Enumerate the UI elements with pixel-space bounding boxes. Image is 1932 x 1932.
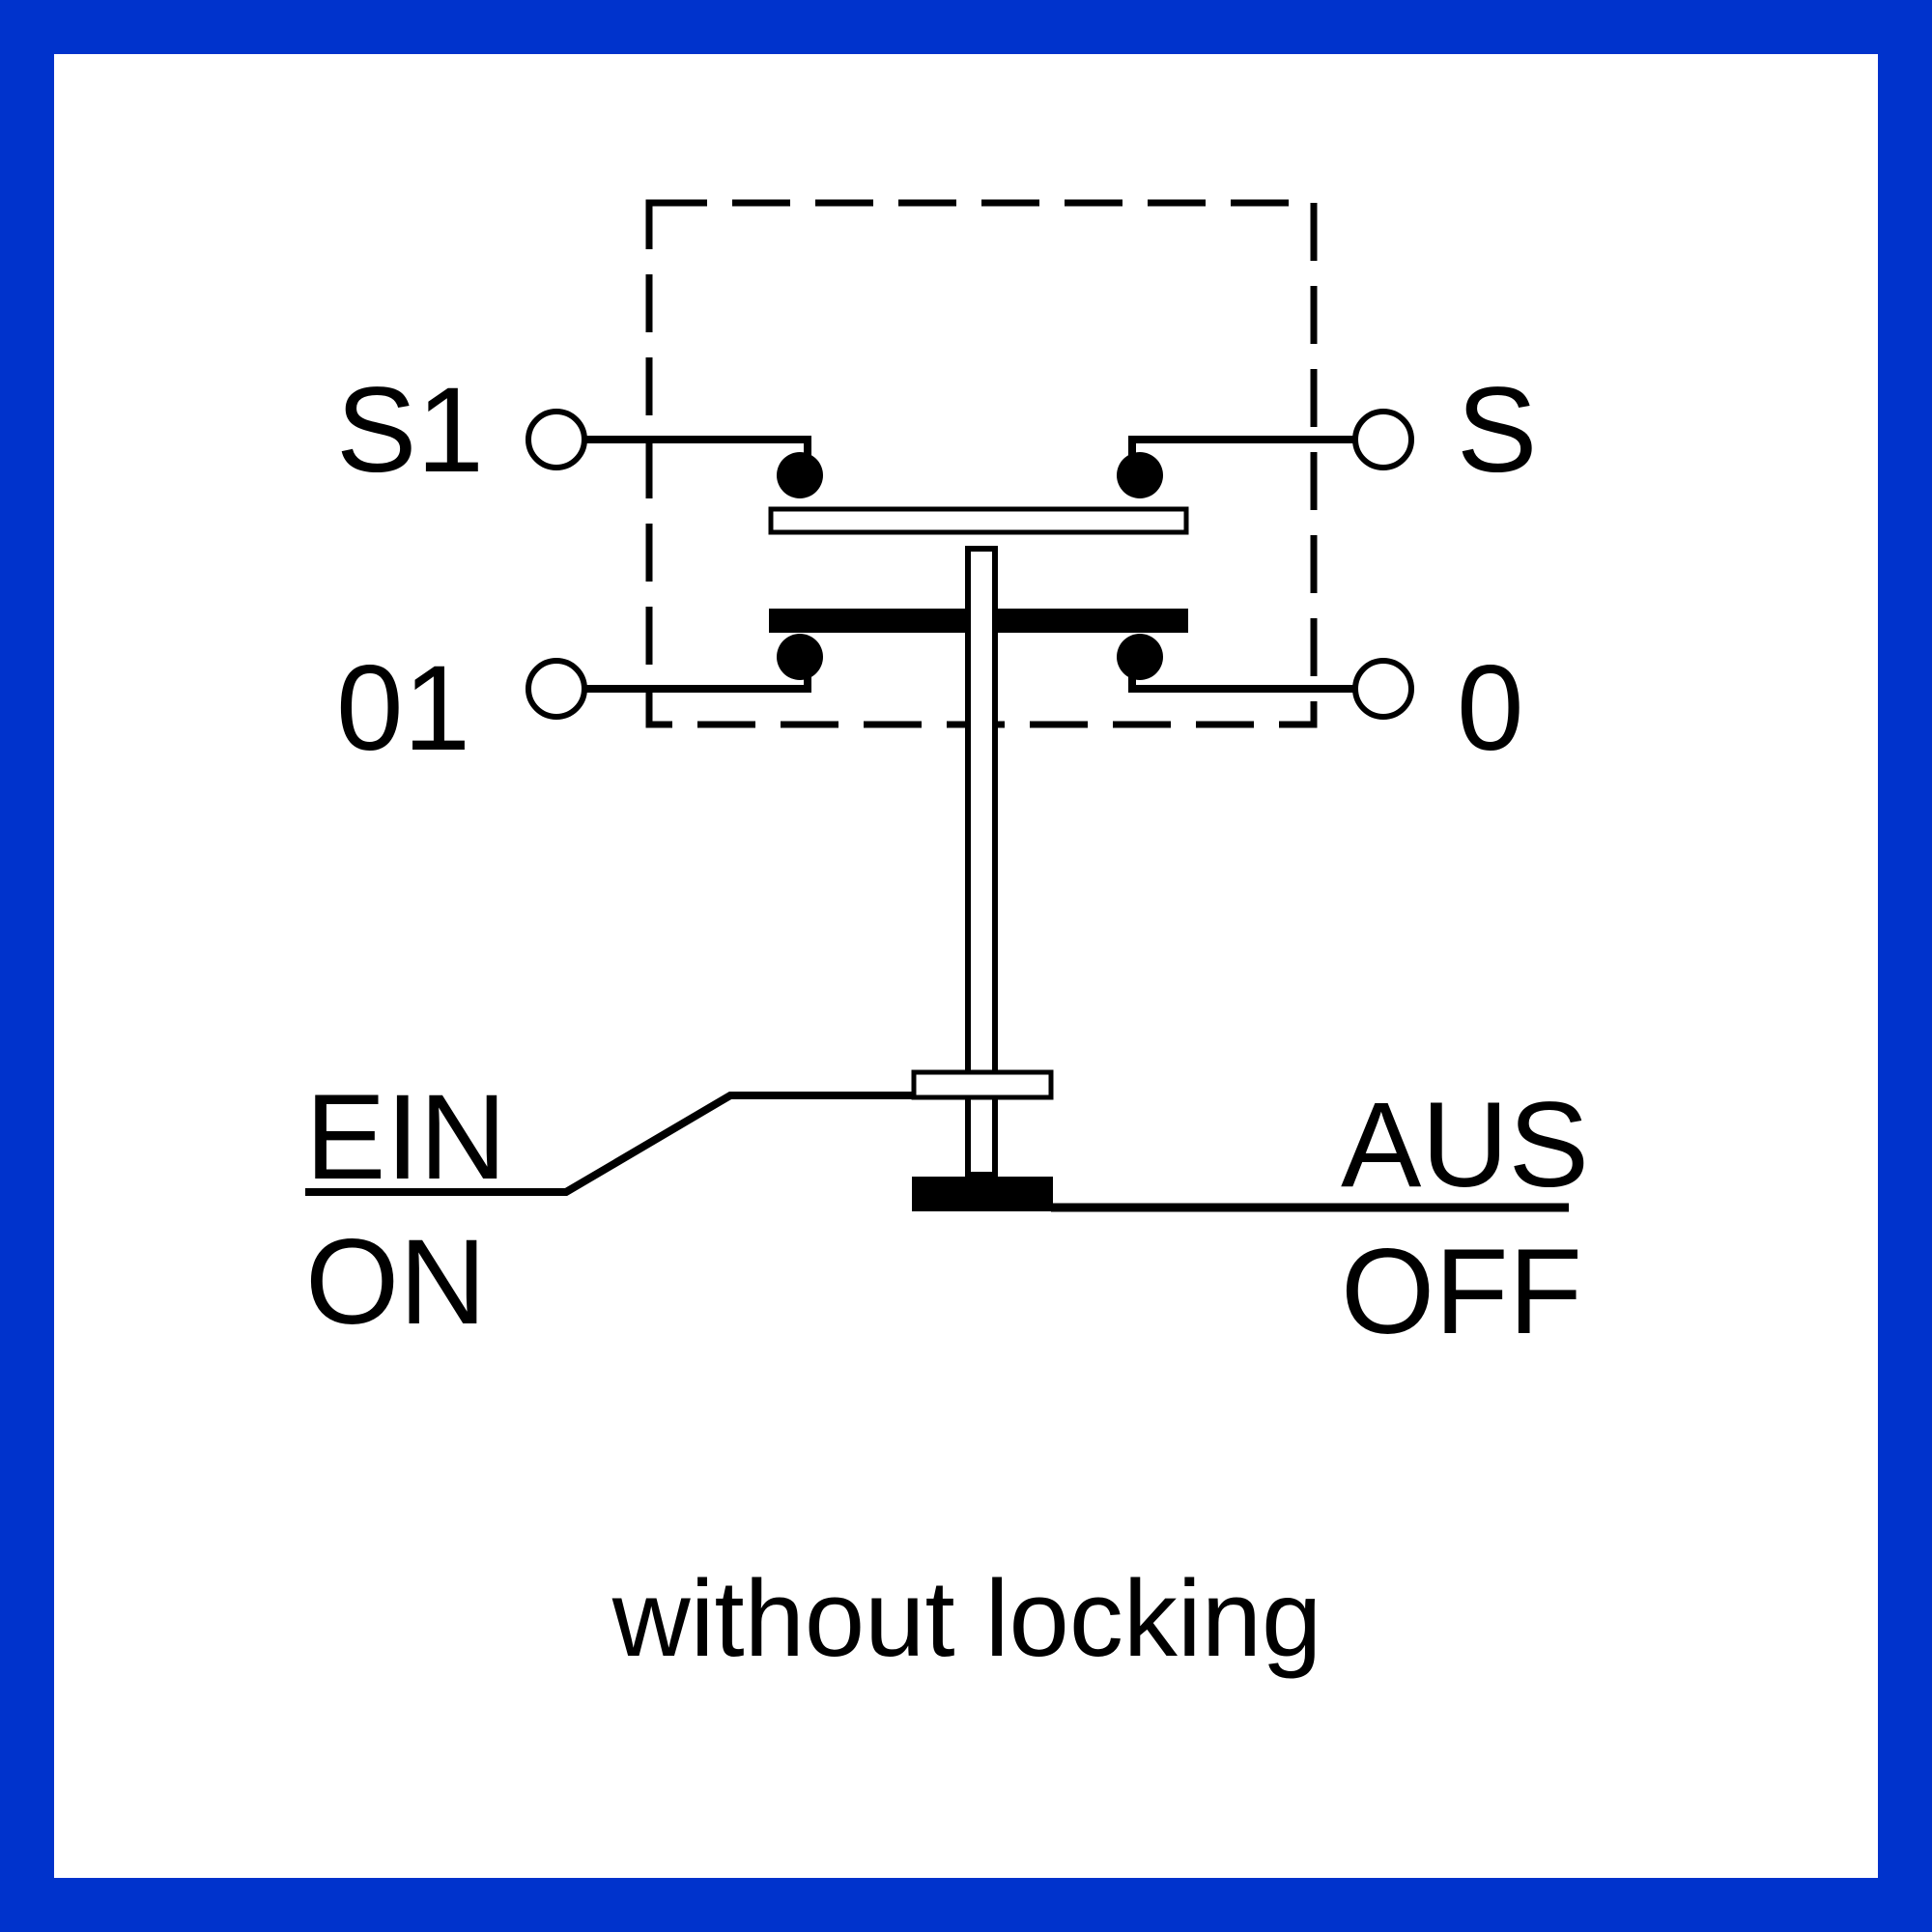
terminal-o1-circle <box>526 658 587 720</box>
position-on-en-label: ON <box>305 1215 487 1350</box>
terminal-s-circle <box>1352 409 1414 470</box>
diagram-caption: without locking <box>611 1558 1322 1679</box>
contact-o-lead <box>1128 657 1355 693</box>
position-off-de-label: AUS <box>1341 1078 1589 1212</box>
terminal-o1-label: 01 <box>336 641 470 776</box>
terminal-o-circle <box>1352 658 1414 720</box>
terminal-s1-circle <box>526 409 587 470</box>
contact-s-dot <box>1117 452 1163 498</box>
contact-s1-dot <box>777 452 823 498</box>
contact-s1-lead <box>584 436 811 473</box>
contact-o1-lead <box>584 657 811 693</box>
contact-s-lead <box>1128 436 1355 473</box>
position-on-de-label: EIN <box>305 1070 506 1205</box>
actuator-base <box>912 1177 1053 1211</box>
contact-bridge-open <box>768 506 1189 535</box>
terminal-o-label: 0 <box>1457 641 1524 776</box>
actuator-collar <box>911 1069 1054 1100</box>
contact-o1-dot <box>777 634 823 680</box>
terminal-s1-label: S1 <box>336 363 484 497</box>
contact-o-dot <box>1117 634 1163 680</box>
position-off-en-label: OFF <box>1341 1225 1582 1359</box>
on-position-line <box>305 1092 916 1196</box>
terminal-s-label: S <box>1457 363 1537 497</box>
